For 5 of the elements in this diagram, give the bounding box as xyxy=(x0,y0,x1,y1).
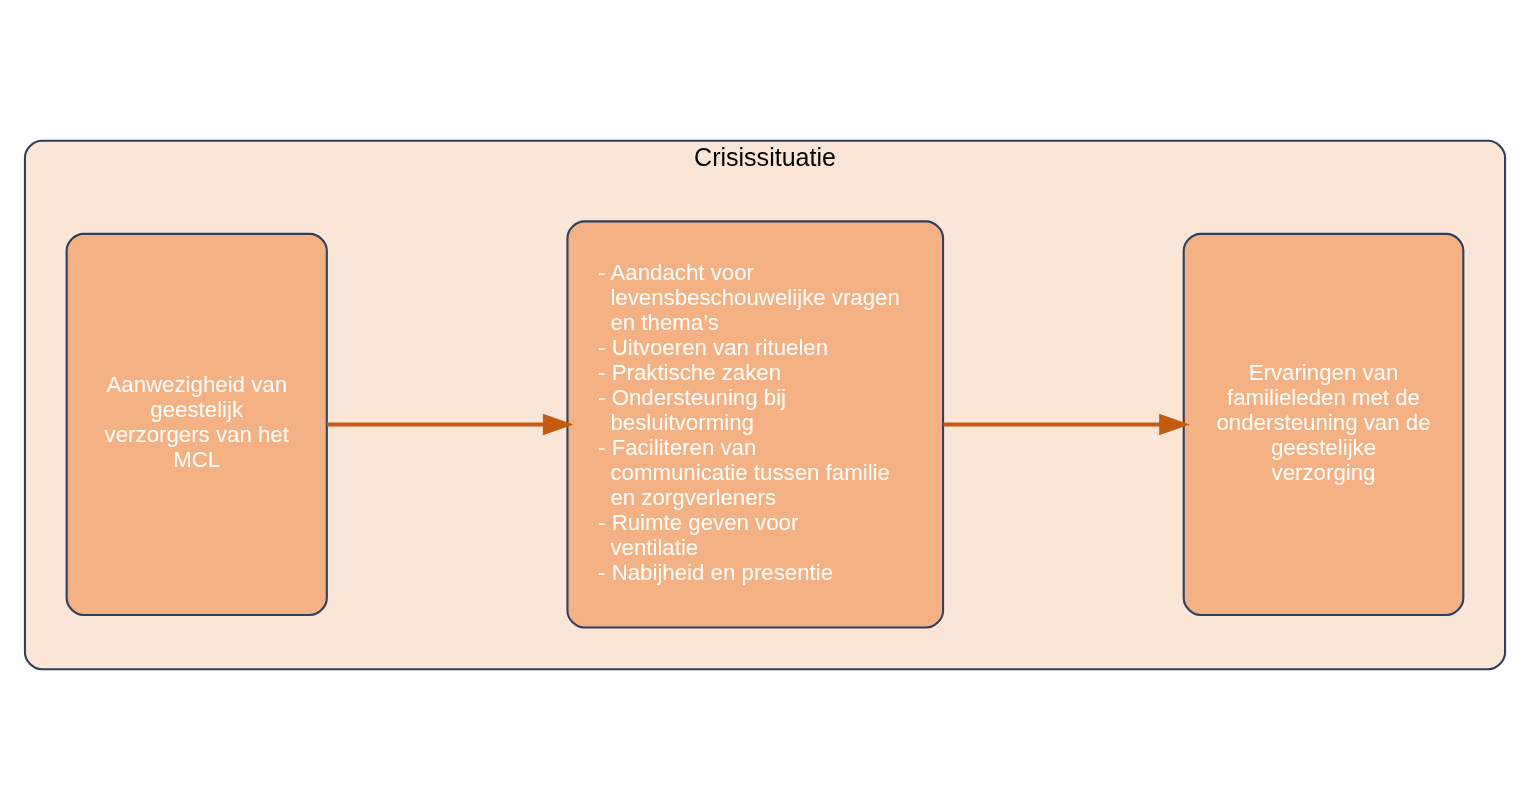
node-box: Ervaringen van familieleden met de ondersteuning van de geestelijke verzorging xyxy=(1182,232,1465,616)
arrow xyxy=(327,413,574,435)
arrow xyxy=(943,413,1190,435)
node-box: Aanwezigheid van geestelijk verzorgers van het MCL xyxy=(65,232,328,616)
node-box: - Aandacht voor levensbeschouwelijke vragen en thema’s - Uitvoeren van rituelen - Praktische zaken - Ondersteuning bij besluitvorming - Faciliteren van communicatie tussen familie en zorgverleners - Ruimte geven voor ventilatie - Nabijheid en presentie xyxy=(566,219,945,629)
